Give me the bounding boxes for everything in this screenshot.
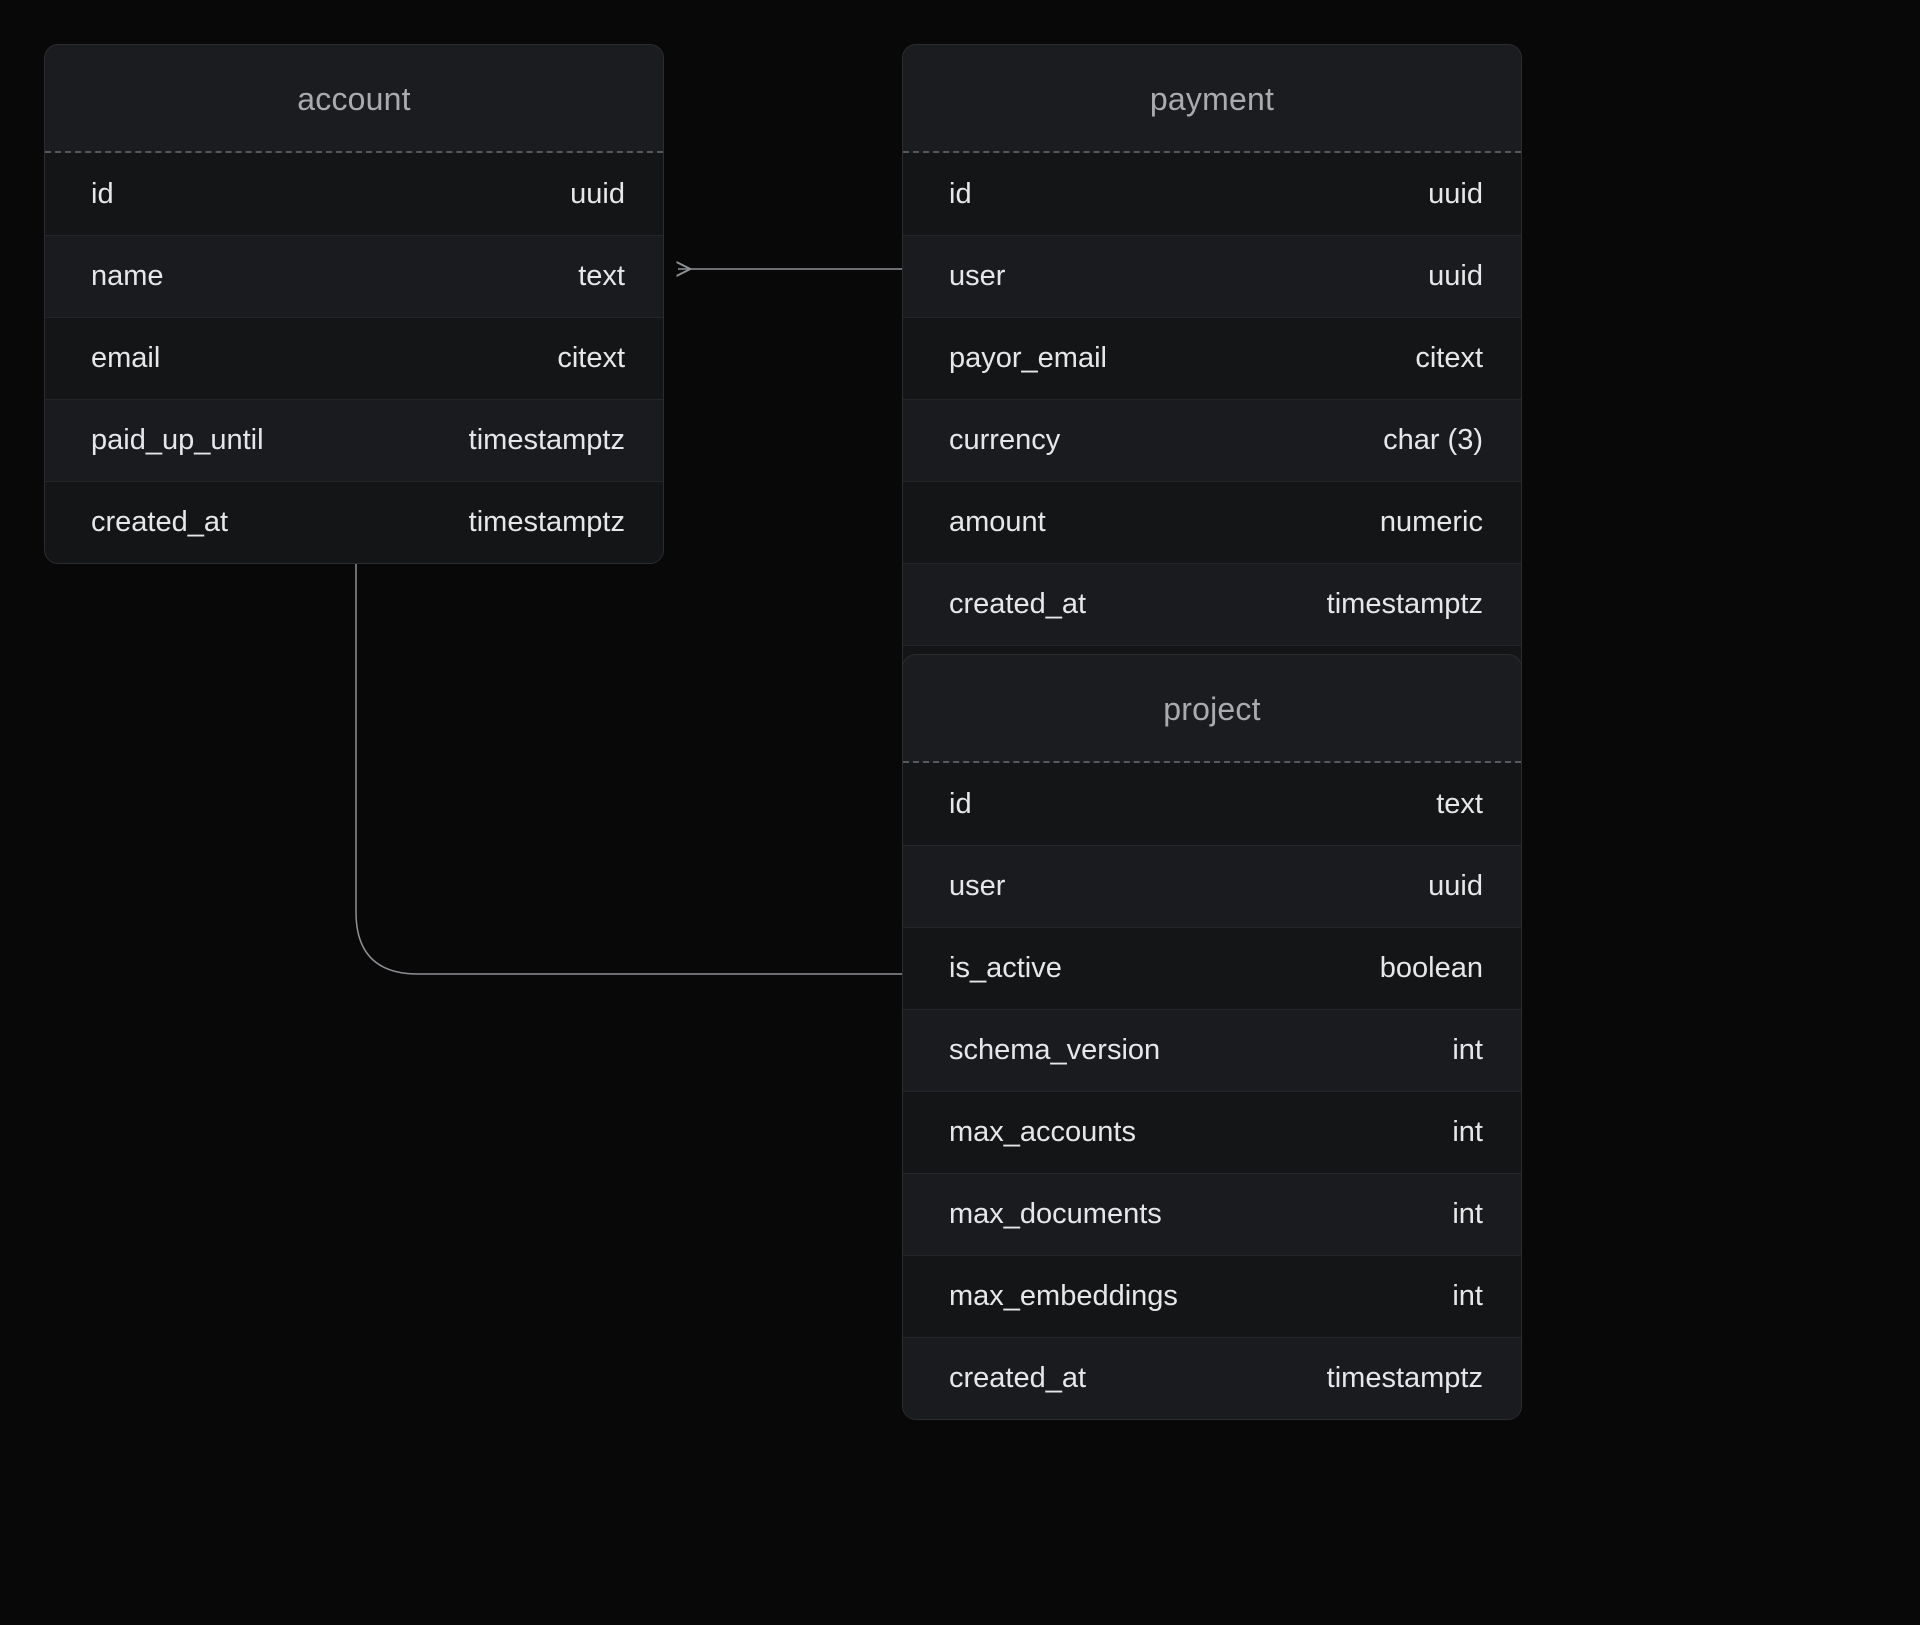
field-type: int [1452, 1280, 1483, 1312]
field-name: email [91, 342, 161, 374]
table-row[interactable]: schema_version int [903, 1009, 1521, 1091]
field-type: int [1452, 1198, 1483, 1230]
field-name: max_accounts [949, 1116, 1136, 1148]
header-divider [903, 761, 1521, 763]
entity-project[interactable]: project id text user uuid is_active bool… [902, 654, 1522, 1420]
table-row[interactable]: user uuid [903, 235, 1521, 317]
field-type: uuid [1428, 260, 1483, 292]
table-row[interactable]: user uuid [903, 845, 1521, 927]
table-row[interactable]: payor_email citext [903, 317, 1521, 399]
field-name: currency [949, 424, 1061, 456]
field-type: int [1452, 1034, 1483, 1066]
entity-payment[interactable]: payment id uuid user uuid payor_email ci… [902, 44, 1522, 728]
field-type: uuid [1428, 870, 1483, 902]
table-row[interactable]: amount numeric [903, 481, 1521, 563]
field-type: char (3) [1383, 424, 1483, 456]
entity-account-header: account [45, 45, 663, 153]
field-name: user [949, 260, 1006, 292]
entity-account-fields: id uuid name text email citext paid_up_u… [45, 153, 663, 563]
entity-payment-title: payment [1149, 80, 1275, 117]
field-name: max_documents [949, 1198, 1162, 1230]
table-row[interactable]: max_embeddings int [903, 1255, 1521, 1337]
entity-payment-fields: id uuid user uuid payor_email citext cur… [903, 153, 1521, 727]
field-name: name [91, 260, 164, 292]
field-type: timestamptz [1326, 1362, 1483, 1394]
field-name: max_embeddings [949, 1280, 1178, 1312]
entity-account-title: account [297, 80, 411, 117]
field-name: created_at [949, 588, 1087, 620]
field-type: text [578, 260, 625, 292]
field-name: id [949, 787, 972, 820]
field-type: int [1452, 1116, 1483, 1148]
field-type: uuid [1428, 177, 1483, 210]
table-row[interactable]: name text [45, 235, 663, 317]
table-row[interactable]: id uuid [903, 153, 1521, 235]
field-name: is_active [949, 952, 1062, 984]
entity-project-title: project [1163, 690, 1261, 727]
field-name: amount [949, 506, 1046, 538]
field-type: numeric [1379, 506, 1483, 538]
field-type: text [1436, 787, 1483, 820]
table-row[interactable]: max_documents int [903, 1173, 1521, 1255]
table-row[interactable]: currency char (3) [903, 399, 1521, 481]
field-type: timestamptz [1326, 588, 1483, 620]
field-name: payor_email [949, 342, 1107, 374]
field-name: created_at [91, 506, 229, 538]
field-type: boolean [1379, 952, 1483, 984]
field-type: citext [557, 342, 625, 374]
table-row[interactable]: email citext [45, 317, 663, 399]
table-row[interactable]: id uuid [45, 153, 663, 235]
header-divider [903, 151, 1521, 153]
field-name: schema_version [949, 1034, 1161, 1066]
table-row[interactable]: id text [903, 763, 1521, 845]
field-type: timestamptz [468, 424, 625, 456]
field-type: uuid [570, 177, 625, 210]
table-row[interactable]: max_accounts int [903, 1091, 1521, 1173]
header-divider [45, 151, 663, 153]
table-row[interactable]: created_at timestamptz [903, 563, 1521, 645]
table-row[interactable]: paid_up_until timestamptz [45, 399, 663, 481]
entity-project-header: project [903, 655, 1521, 763]
entity-payment-header: payment [903, 45, 1521, 153]
field-name: user [949, 870, 1006, 902]
field-name: created_at [949, 1362, 1087, 1394]
table-row[interactable]: created_at timestamptz [45, 481, 663, 563]
field-type: citext [1415, 342, 1483, 374]
field-type: timestamptz [468, 506, 625, 538]
entity-account[interactable]: account id uuid name text email citext p… [44, 44, 664, 564]
connector-project-to-account [356, 492, 902, 975]
entity-project-fields: id text user uuid is_active boolean sche… [903, 763, 1521, 1419]
field-name: id [91, 177, 114, 210]
table-row[interactable]: is_active boolean [903, 927, 1521, 1009]
field-name: id [949, 177, 972, 210]
table-row[interactable]: created_at timestamptz [903, 1337, 1521, 1419]
field-name: paid_up_until [91, 424, 264, 456]
